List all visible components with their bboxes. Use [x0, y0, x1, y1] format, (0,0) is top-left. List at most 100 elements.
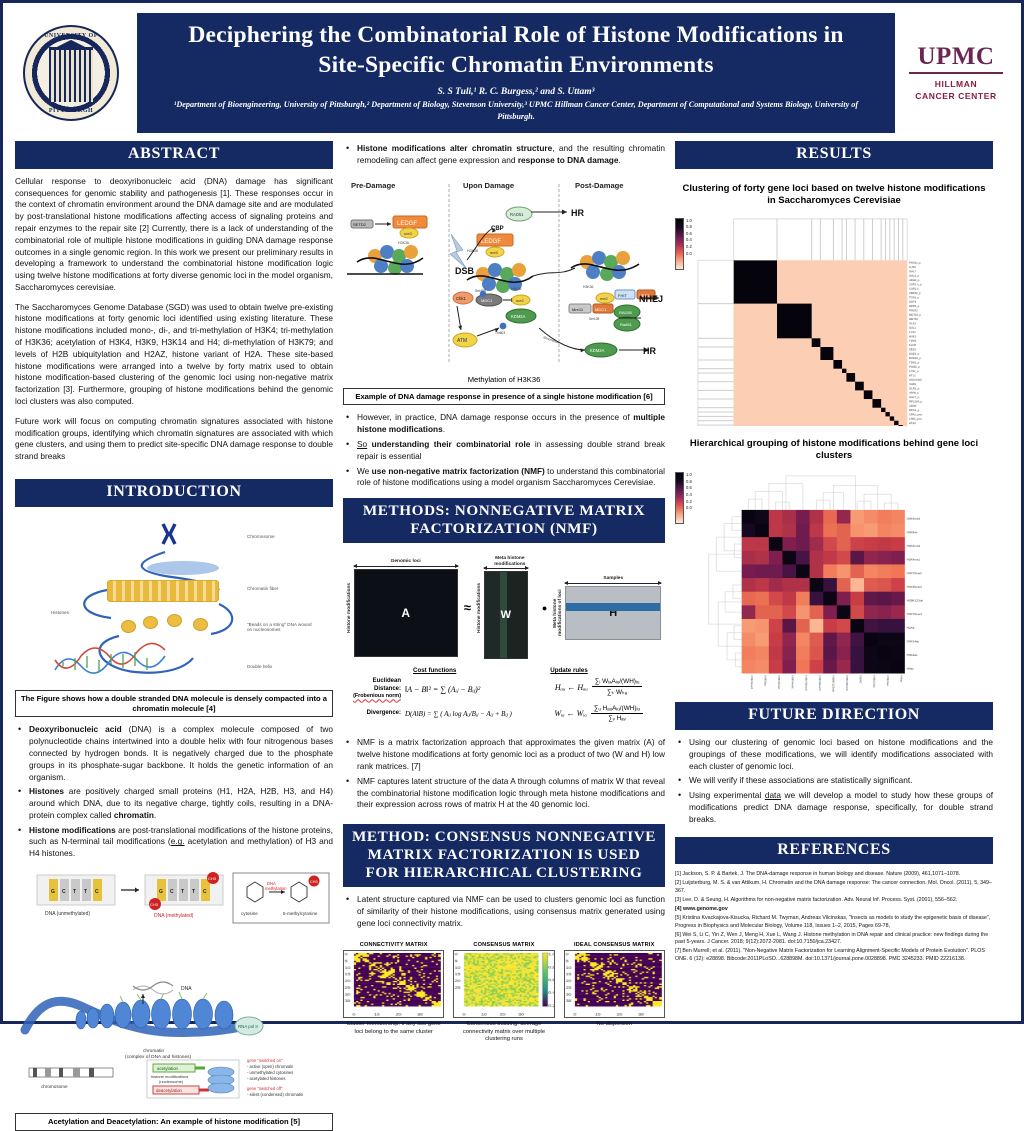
results-figure1-title: Clustering of forty gene loci based on t…: [682, 182, 986, 207]
intro-bullet-1-text: (DNA) is a complex molecule composed of …: [29, 724, 333, 782]
nmf-methods-heading: METHODS: NONNEGATIVE MATRIX FACTORIZATIO…: [343, 498, 665, 543]
middle-bullets-list: However, in practice, DNA damage respons…: [343, 411, 665, 492]
nmf-equations: Cost functions Euclidean Distance: (Frob…: [343, 667, 665, 731]
intro-bullet-3-term: Histone modifications: [29, 824, 116, 835]
nmf-bullet-1: NMF is a matrix factorization approach t…: [346, 736, 665, 772]
svg-text:Mre11: Mre11: [572, 307, 584, 312]
label-histones: Histones: [51, 609, 69, 615]
update-rules-title: Update rules: [550, 667, 588, 675]
nmf-matrix-illustration: Histone modifications Genomic loci A ≈ H…: [343, 550, 665, 664]
gene-loci-clustermap-figure: 1.0 0.8 0.6 0.4 0.2 0.0: [675, 213, 993, 426]
svg-text:(nucleosome): (nucleosome): [159, 1079, 184, 1084]
svg-text:MDC1: MDC1: [481, 298, 493, 303]
h-update-numerator: ∑ᵢ WᵢₐAᵢᵤ/(WH)ᵢᵤ: [591, 678, 643, 688]
w-update-lhs: Wᵢₐ ← Wᵢₐ: [554, 709, 587, 719]
svg-text:C: C: [95, 889, 99, 895]
seal-bottom-text: PITTSBURGH: [48, 108, 94, 114]
connectivity-matrix-canvas: [343, 950, 445, 1019]
histone-mod-clustermap-figure: 1.0 0.8 0.6 0.4 0.2 0.0: [675, 468, 993, 693]
svg-text:NBS1: NBS1: [639, 293, 650, 298]
cb1-t1: 0.8: [686, 224, 692, 230]
cb2-t0: 1.0: [686, 472, 692, 478]
introduction-bullet-list: Deoxyribonucleic acid (DNA) is a complex…: [15, 723, 333, 863]
cb2-t5: 0.0: [686, 505, 692, 511]
upmc-hillman-logo: UPMC HILLMAN CANCER CENTER: [905, 44, 1015, 102]
future-bullet-1: Using our clustering of genomic loci bas…: [678, 736, 993, 772]
svg-text:H3K36: H3K36: [583, 285, 593, 289]
svg-text:LEDGF: LEDGF: [481, 239, 501, 245]
upmc-sub-line2: CANCER CENTER: [915, 90, 997, 101]
poster-root: UNIVERSITY OF PITTSBURGH Deciphering the…: [0, 0, 1024, 1024]
svg-text:RNA pol II: RNA pol II: [238, 1024, 258, 1029]
nmf-H-ylabel: Meta histone modifications of loci: [553, 589, 564, 636]
future-bullet-3: Using experimental data we will develop …: [678, 789, 993, 825]
svg-text:G: G: [159, 889, 163, 895]
consensus-matrix-card: CONSENSUS MATRIX Consensus building: ave…: [453, 942, 555, 1044]
svg-text:KDM2A: KDM2A: [511, 314, 526, 319]
svg-text:T: T: [84, 889, 87, 895]
ddr-diagram-svg: Pre-Damage Upon Damage Post-Damage SETD2…: [347, 181, 663, 364]
dna-methylation-figure: G C T T C DNA (unmethylated) G: [15, 871, 333, 962]
consensus-bullet-1: Latent structure captured via NMF can be…: [346, 893, 665, 929]
svg-text:gene "switched on": gene "switched on": [247, 1058, 283, 1063]
h-update-denominator: ∑ₖ Wₖₐ: [607, 689, 628, 697]
label-chromatin-fiber: Chromatin fiber: [247, 585, 279, 591]
consensus-bullet-list: Latent structure captured via NMF can be…: [343, 893, 665, 932]
svg-text:Ser139: Ser139: [589, 317, 600, 321]
svg-text:ATM: ATM: [457, 338, 467, 344]
euclidean-label: Euclidean Distance: (Frobenious norm): [343, 678, 401, 701]
h-update-lhs: Hₐᵤ ← Hₐᵤ: [554, 682, 588, 692]
middle-top-bullet: Histone modifications alter chromatin st…: [346, 142, 665, 167]
reference-5: [5] Kristina Kvackajova-Kisucka, Richard…: [675, 915, 991, 929]
svg-text:T: T: [181, 889, 184, 895]
seal-top-text: UNIVERSITY OF: [44, 33, 98, 39]
ddr-dsb-label: DSB: [455, 266, 475, 276]
svg-text:H3K36: H3K36: [467, 249, 478, 253]
middle-top-bullet-list: Histone modifications alter chromatin st…: [343, 142, 665, 170]
svg-text:CH3: CH3: [150, 902, 159, 907]
nmf-A-ylabel: Histone modifications: [346, 582, 352, 633]
svg-text:C: C: [203, 889, 207, 895]
svg-text:me3: me3: [490, 250, 499, 255]
consensus-heading-line3: FOR HIERARCHICAL CLUSTERING: [365, 864, 643, 882]
svg-text:(complex of DNA and histones): (complex of DNA and histones): [125, 1054, 192, 1060]
chromatin-figure-caption: The Figure shows how a double stranded D…: [15, 689, 333, 718]
svg-text:RAD50: RAD50: [619, 310, 633, 315]
title-block: Deciphering the Combinatorial Role of Hi…: [137, 13, 895, 133]
intro-bullet-1-term: Deoxyribonucleic acid: [29, 724, 122, 735]
svg-text:5-methylcytosine: 5-methylcytosine: [283, 911, 318, 916]
future-direction-heading: FUTURE DIRECTION: [675, 702, 993, 731]
reference-1: [1] Jackson, S. P. & Bartek, J. The DNA-…: [675, 871, 961, 878]
svg-text:T: T: [73, 889, 76, 895]
svg-text:H3K36: H3K36: [398, 241, 409, 245]
svg-text:LEDGF: LEDGF: [397, 221, 417, 227]
label-beads-on-string: "Beads on a string" DNA wound on nucleos…: [247, 621, 312, 633]
svg-text:gene "switched off": gene "switched off": [247, 1086, 283, 1091]
poster-affiliations: ¹Department of Bioengineering, Universit…: [173, 99, 859, 121]
svg-text:C: C: [62, 889, 66, 895]
svg-text:Ser495: Ser495: [475, 289, 486, 293]
svg-text:RAD51: RAD51: [510, 212, 524, 217]
abstract-paragraph-1: Cellular response to deoxyribonucleic ac…: [15, 175, 333, 292]
h-update-fraction: ∑ᵢ WᵢₐAᵢᵤ/(WH)ᵢᵤ ∑ₖ Wₖₐ: [591, 678, 643, 697]
cb1-t3: 0.4: [686, 237, 692, 243]
cb2-t4: 0.2: [686, 498, 692, 504]
cb2-t2: 0.6: [686, 485, 692, 491]
svg-text:DNA: DNA: [181, 986, 192, 992]
middle-column: Histone modifications alter chromatin st…: [343, 141, 665, 1042]
consensus-heading-line1: METHOD: CONSENSUS NONNEGATIVE: [351, 828, 657, 846]
right-column: RESULTS Clustering of forty gene loci ba…: [675, 141, 993, 1015]
svg-text:T: T: [192, 889, 195, 895]
results-heading: RESULTS: [675, 141, 993, 169]
reference-4[interactable]: [4] www.genome.gov: [675, 906, 728, 913]
double-helix-graphic: [54, 642, 166, 674]
nmf-H-xlabel: Samples: [603, 575, 624, 581]
svg-text:me2: me2: [600, 296, 609, 301]
svg-text:methylation: methylation: [265, 886, 287, 891]
future-bullet-2: We will verify if these associations are…: [678, 774, 993, 787]
poster-columns: ABSTRACT Cellular response to deoxyribon…: [9, 137, 1015, 1131]
consensus-matrix-canvas: [453, 950, 555, 1019]
euclid-l2: Distance:: [373, 685, 401, 692]
references-list: [1] Jackson, S. P. & Bartek, J. The DNA-…: [675, 871, 993, 964]
svg-text:me2: me2: [516, 298, 525, 303]
